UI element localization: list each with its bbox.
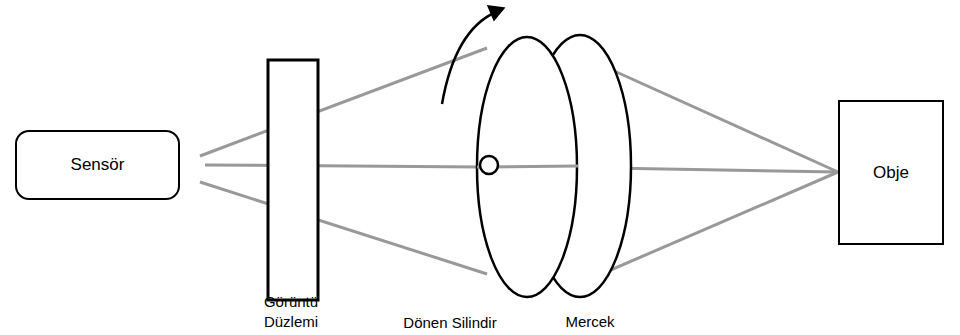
object-box: Obje: [838, 100, 944, 245]
sensor-box: Sensör: [15, 130, 180, 200]
cylinder-ellipse: [477, 37, 577, 297]
rotation-arrowhead: [488, 6, 504, 20]
cylinder-hole: [480, 156, 498, 174]
node-text: Obje: [873, 163, 909, 183]
node-text: Sensör: [71, 155, 125, 175]
image-plane: [268, 60, 318, 300]
part-label: Mercek: [545, 312, 635, 332]
part-label: Görüntü Düzlemi: [248, 292, 334, 332]
rotation-arrow: [442, 12, 496, 104]
part-label: Dönen Silindir: [370, 313, 530, 333]
